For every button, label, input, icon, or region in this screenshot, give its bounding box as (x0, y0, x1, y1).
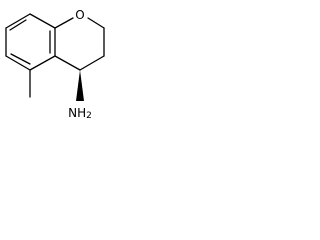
bond-c6-c5-inner (10, 53, 31, 65)
amine-label: NH2 (68, 106, 92, 121)
bond-c8a-o1 (54, 17, 74, 29)
bond-c6-c5 (5, 55, 31, 71)
bond-c3-c4 (79, 55, 105, 71)
bond-c7-c7-inner (9, 19, 27, 31)
bond-c5-c4a (29, 55, 56, 71)
wedge-bond-amine (76, 70, 84, 101)
bond-c8-c7 (5, 13, 31, 29)
bond-o1-c2 (87, 17, 105, 29)
amine-nitrogen-label: NH (68, 106, 86, 120)
amine-subscript: 2 (86, 111, 92, 121)
molecular-structure: O NH2 (5, 8, 105, 121)
pyran-ring (54, 17, 105, 71)
bond-c8a-c8 (29, 13, 56, 29)
benzene-ring (5, 13, 56, 71)
bond-c4-c4a (54, 55, 81, 71)
oxygen-atom-label: O (75, 8, 84, 22)
